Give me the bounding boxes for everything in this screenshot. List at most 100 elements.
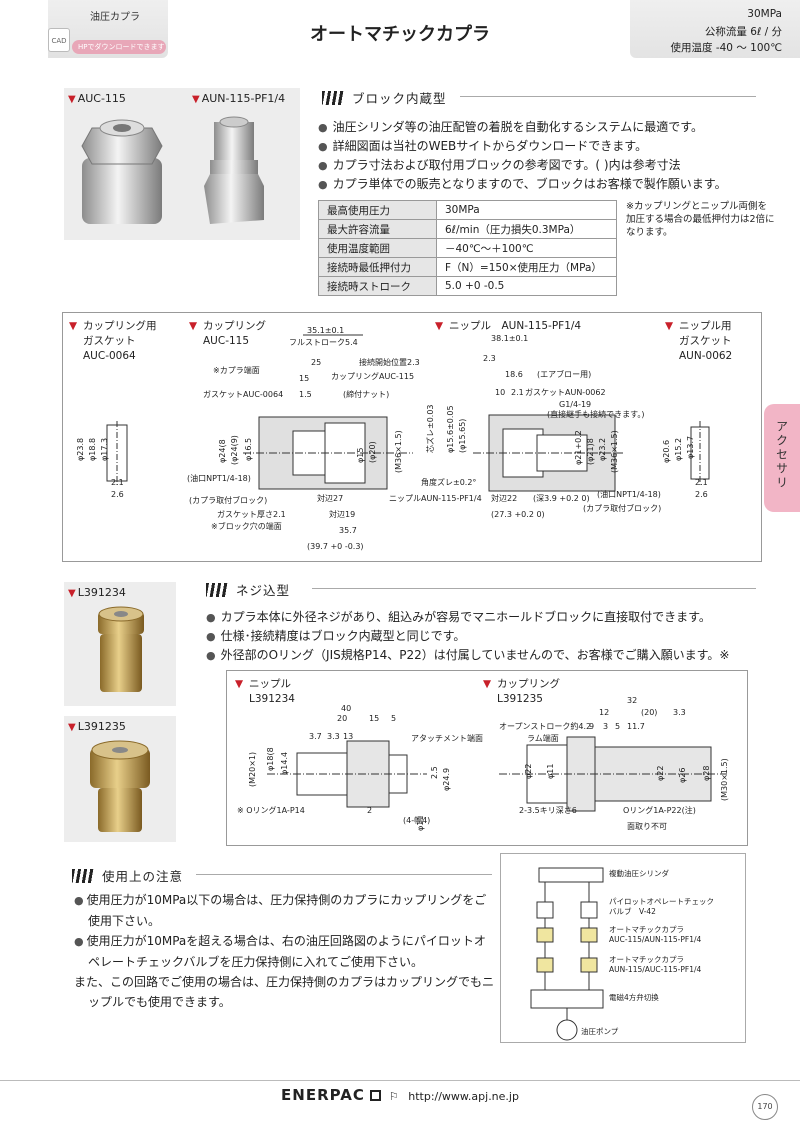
accessory-tab[interactable]: アクセサリ	[764, 404, 800, 512]
svg-text:2.6: 2.6	[111, 490, 124, 499]
svg-text:φ18.8: φ18.8	[88, 438, 97, 461]
svg-text:12: 12	[599, 708, 609, 717]
svg-text:φ26: φ26	[678, 768, 687, 783]
svg-text:L391234: L391234	[249, 693, 295, 705]
section-rule	[312, 588, 756, 589]
svg-text:オープンストローク約4.2: オープンストローク約4.2	[499, 721, 591, 731]
section-rule	[196, 874, 492, 875]
l391235-photo-image	[90, 740, 150, 832]
link-icon: ⚐	[388, 1090, 399, 1103]
svg-text:カップリング: カップリング	[497, 677, 560, 690]
hydraulic-circuit-diagram: 複動油圧シリンダ パイロットオペレートチェック バルブ V-42 オートマチック…	[500, 853, 746, 1043]
photo-label-l391234: ▼L391234	[68, 586, 126, 599]
cad-icon: CAD	[48, 28, 70, 52]
svg-text:20: 20	[337, 714, 347, 723]
svg-text:※ Oリング1A-P14: ※ Oリング1A-P14	[237, 805, 305, 815]
svg-text:▼: ▼	[435, 320, 444, 332]
list-item: カプラ本体に外径ネジがあり、組込みが容易でマニホールドブロックに直接取付できます…	[206, 608, 766, 627]
svg-text:φ15.6±0.05: φ15.6±0.05	[446, 405, 455, 453]
photo-label-l391235: ▼L391235	[68, 720, 126, 733]
svg-text:※ブロック穴の端面: ※ブロック穴の端面	[211, 521, 282, 531]
spec-temp: 使用温度 -40 ～ 100℃	[670, 42, 783, 54]
svg-text:カップリングAUC-115: カップリングAUC-115	[331, 371, 414, 381]
labels: ▼ カップリング用 ガスケット AUC-0064 ▼ カップリング AUC-11…	[69, 319, 732, 362]
svg-text:(カプラ取付ブロック): (カプラ取付ブロック)	[189, 495, 267, 505]
svg-text:芯ズレ±0.03: 芯ズレ±0.03	[425, 404, 435, 453]
svg-text:3.3: 3.3	[327, 732, 340, 741]
svg-text:2: 2	[367, 806, 372, 815]
svg-text:φ16.5: φ16.5	[244, 438, 253, 461]
l391234-photo-image	[98, 606, 144, 692]
svg-text:(カプラ取付ブロック): (カプラ取付ブロック)	[583, 503, 661, 513]
section-rule	[460, 96, 756, 97]
svg-text:(φ21)8: (φ21)8	[586, 438, 595, 465]
svg-text:φ11: φ11	[546, 764, 555, 779]
svg-text:(M30×1.5): (M30×1.5)	[720, 758, 729, 801]
photo-label-nipple: ▼AUN-115-PF1/4	[192, 92, 286, 105]
screw-drawing-panel: ▼ ニップル L391234 ▼ カップリング L391235 40 20 15…	[226, 670, 748, 846]
list-item: 詳細図面は当社のWEBサイトからダウンロードできます。	[318, 137, 768, 156]
section-head-caution: 使用上の注意	[72, 866, 183, 885]
brand-logo: ENERPAC	[281, 1086, 365, 1104]
svg-text:ニップルAUN-115-PF1/4: ニップルAUN-115-PF1/4	[389, 494, 482, 503]
page-number: 170	[752, 1094, 778, 1120]
svg-text:AUC-0064: AUC-0064	[83, 350, 136, 362]
svg-text:2-3.5キリ深さ6: 2-3.5キリ深さ6	[519, 806, 577, 815]
svg-text:15: 15	[369, 714, 379, 723]
section-head-block: ブロック内蔵型	[322, 88, 447, 107]
svg-text:φ24.9: φ24.9	[442, 768, 451, 791]
svg-text:35.1±0.1: 35.1±0.1	[307, 326, 344, 335]
svg-text:φ20.6: φ20.6	[662, 440, 671, 463]
svg-text:φ23.8: φ23.8	[76, 438, 85, 461]
svg-text:Oリング1A-P22(注): Oリング1A-P22(注)	[623, 805, 696, 815]
circuit-svg: 複動油圧シリンダ パイロットオペレートチェック バルブ V-42 オートマチック…	[530, 867, 714, 1041]
svg-text:(M20×1): (M20×1)	[248, 752, 257, 787]
svg-text:電磁4方弁切換: 電磁4方弁切換	[609, 992, 659, 1002]
svg-text:(締付ナット): (締付ナット)	[343, 389, 389, 399]
svg-text:2.3: 2.3	[483, 354, 496, 363]
website-link[interactable]: http://www.apj.ne.jp	[408, 1090, 519, 1103]
screw-photo-a: ▼L391234	[64, 582, 176, 706]
svg-text:バルブ V-42: バルブ V-42	[609, 906, 656, 916]
page-title: オートマチックカプラ	[310, 24, 490, 45]
svg-text:対辺22: 対辺22	[491, 493, 517, 503]
svg-text:φ21+0.2: φ21+0.2	[574, 430, 583, 465]
svg-text:G1/4-19: G1/4-19	[559, 400, 591, 409]
svg-text:ニップル用: ニップル用	[679, 320, 732, 332]
svg-text:35.7: 35.7	[339, 526, 357, 535]
section-head-screw: ネジ込型	[206, 580, 290, 599]
list-item: カプラ寸法および取付用ブロックの参考図です。( )内は参考寸法	[318, 156, 768, 175]
triangle-icon: ▼	[192, 94, 200, 105]
svg-text:9: 9	[589, 722, 594, 731]
svg-text:オートマチックカプラ: オートマチックカプラ	[609, 925, 684, 934]
photo-label-coupling: ▼AUC-115	[68, 92, 126, 105]
svg-text:φ15: φ15	[356, 448, 365, 463]
svg-text:(エアブロー用): (エアブロー用)	[537, 369, 591, 379]
category-panel: 油圧カプラ CAD HPでダウンロードできます	[48, 0, 168, 58]
svg-text:φ22: φ22	[524, 764, 533, 779]
list-item: 使用圧力が10MPa以下の場合は、圧力保持側のカプラにカップリングをご使用下さい…	[74, 890, 494, 931]
svg-text:10: 10	[495, 388, 505, 397]
spec-flow: 公称流量 6ℓ / 分	[704, 26, 782, 38]
svg-text:ガスケットAUC-0064: ガスケットAUC-0064	[203, 389, 283, 399]
pressure-note: ※カップリングとニップル両側を加圧する場合の最低押付力は2倍になります。	[626, 201, 775, 238]
list-item: 仕様･接続精度はブロック内蔵型と同じです。	[206, 627, 766, 646]
svg-text:カップリング用: カップリング用	[83, 319, 157, 332]
svg-text:▼: ▼	[483, 678, 492, 690]
svg-text:ニップル: ニップル	[249, 678, 291, 690]
spec-pressure: 30MPa	[747, 8, 782, 20]
svg-text:▼: ▼	[189, 320, 198, 332]
screw-feature-list: カプラ本体に外径ネジがあり、組込みが容易でマニホールドブロックに直接取付できます…	[206, 608, 766, 665]
category-label: 油圧カプラ	[90, 12, 140, 23]
svg-text:13: 13	[343, 732, 353, 741]
list-item: 油圧シリンダ等の油圧配管の着脱を自動化するシステムに最適です。	[318, 118, 768, 137]
svg-text:油圧ポンプ: 油圧ポンプ	[581, 1026, 619, 1036]
download-link[interactable]: HPでダウンロードできます	[72, 40, 166, 54]
list-item: また、この回路でご使用の場合は、圧力保持側のカプラはカップリングでもニップルでも…	[74, 975, 495, 1009]
svg-text:φ24(8: φ24(8	[218, 439, 227, 463]
svg-text:3: 3	[603, 722, 608, 731]
svg-text:(φ24(9): (φ24(9)	[230, 435, 239, 465]
table-row: 使用温度範囲－40℃～＋100℃	[318, 238, 617, 258]
